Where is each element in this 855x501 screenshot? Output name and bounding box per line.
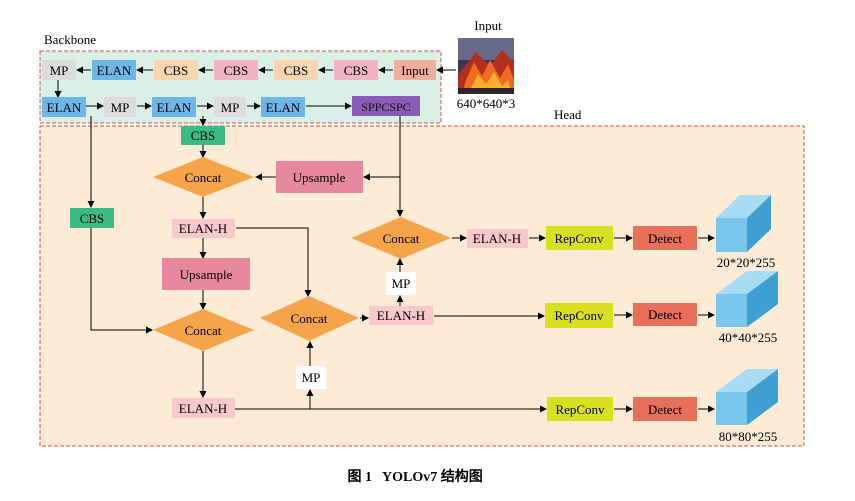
- node-mp-2-label: MP: [111, 100, 130, 115]
- node-mp-3-label: MP: [221, 100, 240, 115]
- caption-title: YOLOv7 结构图: [382, 468, 483, 485]
- output-3-label: 80*80*255: [719, 429, 778, 444]
- node-elan-4-label: ELAN: [266, 100, 301, 115]
- node-detect-3-label: Detect: [648, 402, 682, 417]
- node-elanh-3-label: ELAN-H: [377, 308, 425, 323]
- node-elanh-4: ELAN-H: [467, 229, 528, 248]
- node-cbs-top-label: CBS: [191, 128, 216, 143]
- node-detect-2: Detect: [633, 303, 697, 326]
- input-size-label: 640*640*3: [457, 96, 516, 111]
- node-elanh-4-label: ELAN-H: [473, 231, 521, 246]
- output-2-label: 40*40*255: [719, 330, 778, 345]
- node-elanh-2: ELAN-H: [172, 398, 235, 418]
- node-concat-4-label: Concat: [383, 231, 420, 246]
- node-cbs-2: CBS: [274, 60, 318, 80]
- node-concat-1: Concat: [153, 157, 254, 197]
- node-detect-1-label: Detect: [648, 231, 682, 246]
- node-concat-2-label: Concat: [185, 323, 222, 338]
- node-detect-1: Detect: [633, 226, 697, 250]
- node-elanh-1: ELAN-H: [172, 219, 235, 238]
- node-mp-top: MP: [386, 272, 416, 295]
- node-upsample-2-label: Upsample: [180, 267, 233, 282]
- node-mp-bottom: MP: [296, 366, 326, 389]
- output-1-label: 20*20*255: [717, 255, 776, 270]
- node-mp-3: MP: [214, 97, 246, 117]
- node-sppcspc: SPPCSPC: [352, 96, 420, 116]
- node-repconv-1-label: RepConv: [554, 231, 604, 246]
- head-label: Head: [554, 107, 582, 122]
- node-mp-top-label: MP: [392, 276, 411, 291]
- node-repconv-3: RepConv: [547, 397, 613, 421]
- node-upsample-1-label: Upsample: [293, 170, 346, 185]
- node-concat-2: Concat: [153, 309, 254, 351]
- node-elan-1-label: ELAN: [97, 63, 132, 78]
- node-elan-2-label: ELAN: [47, 100, 82, 115]
- output-cube-2: [716, 271, 778, 327]
- node-concat-1-label: Concat: [185, 170, 222, 185]
- node-sppcspc-label: SPPCSPC: [361, 100, 410, 114]
- node-elan-3: ELAN: [152, 97, 196, 117]
- node-cbs-2-label: CBS: [284, 63, 309, 78]
- node-input-label: Input: [401, 63, 429, 78]
- node-elan-1: ELAN: [92, 60, 136, 80]
- input-title: Input: [474, 18, 502, 33]
- node-elanh-1-label: ELAN-H: [179, 221, 227, 236]
- node-cbs-1-label: CBS: [344, 63, 369, 78]
- node-elan-3-label: ELAN: [157, 100, 192, 115]
- node-mp-1-label: MP: [50, 63, 69, 78]
- node-input: Input: [394, 60, 436, 80]
- node-cbs-4-label: CBS: [164, 63, 189, 78]
- caption-figure-number: 图 1: [348, 469, 373, 485]
- node-repconv-2-label: RepConv: [554, 308, 604, 323]
- node-cbs-1: CBS: [334, 60, 378, 80]
- node-detect-3: Detect: [633, 397, 697, 421]
- node-repconv-2: RepConv: [545, 303, 613, 328]
- node-cbs-top: CBS: [181, 126, 225, 145]
- output-cube-3: [716, 369, 778, 425]
- node-cbs-4: CBS: [154, 60, 198, 80]
- node-cbs-3-label: CBS: [224, 63, 249, 78]
- node-upsample-2: Upsample: [162, 258, 250, 290]
- edges: [54, 66, 715, 413]
- node-elan-4: ELAN: [261, 97, 305, 117]
- node-repconv-3-label: RepConv: [555, 402, 605, 417]
- node-concat-3-label: Concat: [291, 311, 328, 326]
- output-cube-1: [716, 195, 771, 252]
- node-cbs-left-label: CBS: [80, 211, 105, 226]
- node-concat-4: Concat: [351, 217, 451, 259]
- node-concat-3: Concat: [260, 296, 359, 341]
- node-mp-2: MP: [104, 97, 136, 117]
- input-image: [458, 38, 514, 94]
- node-elanh-3: ELAN-H: [369, 306, 433, 325]
- node-elan-2: ELAN: [42, 97, 86, 117]
- node-cbs-3: CBS: [214, 60, 258, 80]
- node-elanh-2-label: ELAN-H: [179, 401, 227, 416]
- node-upsample-1: Upsample: [276, 161, 363, 193]
- backbone-label: Backbone: [44, 32, 96, 47]
- node-mp-bottom-label: MP: [302, 370, 321, 385]
- node-mp-1: MP: [42, 60, 76, 80]
- node-repconv-1: RepConv: [546, 226, 613, 250]
- node-detect-2-label: Detect: [648, 307, 682, 322]
- node-cbs-left: CBS: [70, 208, 114, 228]
